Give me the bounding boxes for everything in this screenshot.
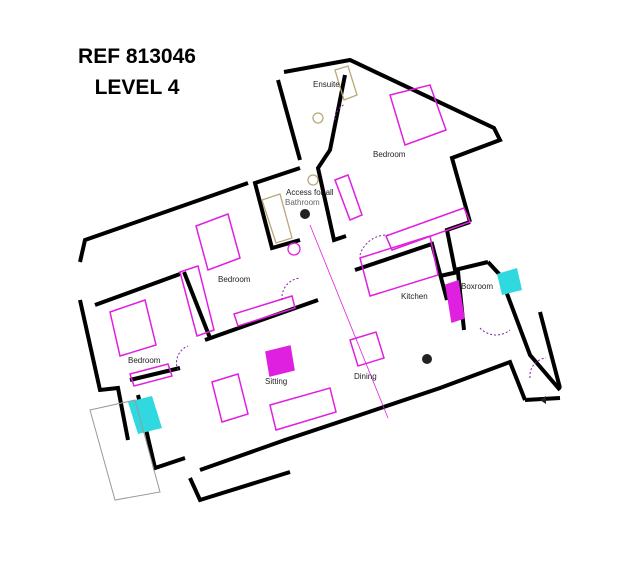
boxroom-tile xyxy=(497,268,522,295)
accessibility-icons xyxy=(300,209,546,404)
wardrobe-bed3 xyxy=(179,265,215,337)
sofa xyxy=(269,387,337,431)
room-label-ensuite: Ensuite xyxy=(313,80,340,89)
kitchen-appliance xyxy=(445,280,465,323)
room-label-bathroom: Bathroom xyxy=(285,198,320,207)
room-label-kitchen: Kitchen xyxy=(401,292,428,301)
armchair xyxy=(211,373,249,423)
room-label-master-bedroom: Bedroom xyxy=(373,150,406,159)
wheelchair-icon xyxy=(300,209,310,219)
desk-bed3 xyxy=(129,363,173,387)
tiles xyxy=(89,268,522,501)
room-label-bedroom-3: Bedroom xyxy=(128,356,161,365)
door-swings xyxy=(176,103,547,379)
room-label-boxroom: Boxroom xyxy=(461,282,494,291)
bed-2 xyxy=(195,213,241,271)
room-label-bedroom-2: Bedroom xyxy=(218,275,251,284)
furniture xyxy=(109,84,472,431)
wheelchair-icon xyxy=(422,354,432,364)
level-title: LEVEL 4 xyxy=(94,76,180,99)
balcony xyxy=(89,399,161,501)
room-label-access-for-all: Access for all xyxy=(286,188,334,197)
sitting-table xyxy=(265,345,295,377)
bed-3 xyxy=(109,299,157,357)
master-bed xyxy=(389,84,447,146)
reference-title: REF 813046 xyxy=(78,45,196,68)
wardrobe-master xyxy=(384,207,472,251)
entrance-arrow-icon xyxy=(540,396,546,404)
room-label-dining: Dining xyxy=(354,372,377,381)
desk-bed2 xyxy=(233,295,296,327)
bathtub xyxy=(261,193,293,244)
tiled-area xyxy=(128,396,162,434)
bathroom-unit xyxy=(334,174,363,221)
walls xyxy=(78,57,562,503)
dining-table xyxy=(349,331,385,367)
shower xyxy=(334,65,358,101)
washing-machine xyxy=(287,242,301,256)
toilet xyxy=(307,174,319,186)
kitchen-units xyxy=(359,235,439,297)
room-label-sitting: Sitting xyxy=(265,377,288,386)
sanitary xyxy=(261,65,358,256)
ensuite-toilet xyxy=(312,112,324,124)
